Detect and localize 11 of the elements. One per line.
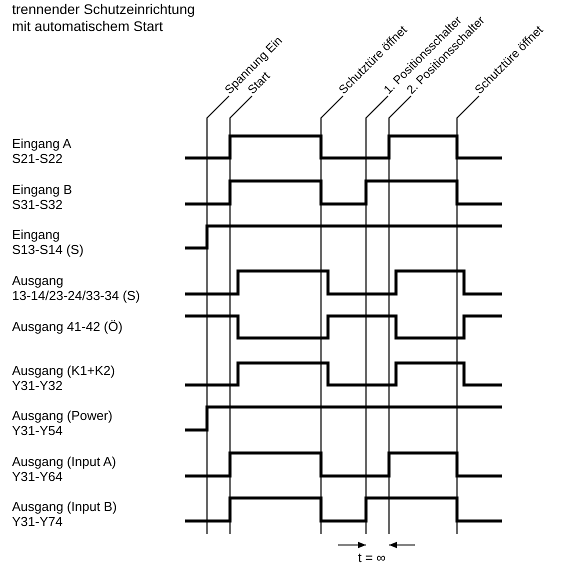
signal-label: Ausgang 13-14/23-24/33-34 (S): [12, 273, 140, 303]
signal-label: Eingang A S21-S22: [12, 136, 72, 166]
diagram-title: trennender Schutzeinrichtung mit automatischem Start: [12, 1, 195, 35]
signal-label: Ausgang (Input A) Y31-Y64: [12, 454, 116, 484]
time-label: t = ∞: [358, 550, 386, 565]
signal-label: Ausgang (Input B) Y31-Y74: [12, 499, 117, 529]
signal-label: Eingang B S31-S32: [12, 182, 72, 212]
signal-label: Eingang S13-S14 (S): [12, 227, 84, 257]
signal-label: Ausgang (K1+K2) Y31-Y32: [12, 363, 115, 393]
signal-label: Ausgang 41-42 (Ö): [12, 319, 123, 334]
signal-label: Ausgang (Power) Y31-Y54: [12, 408, 112, 438]
